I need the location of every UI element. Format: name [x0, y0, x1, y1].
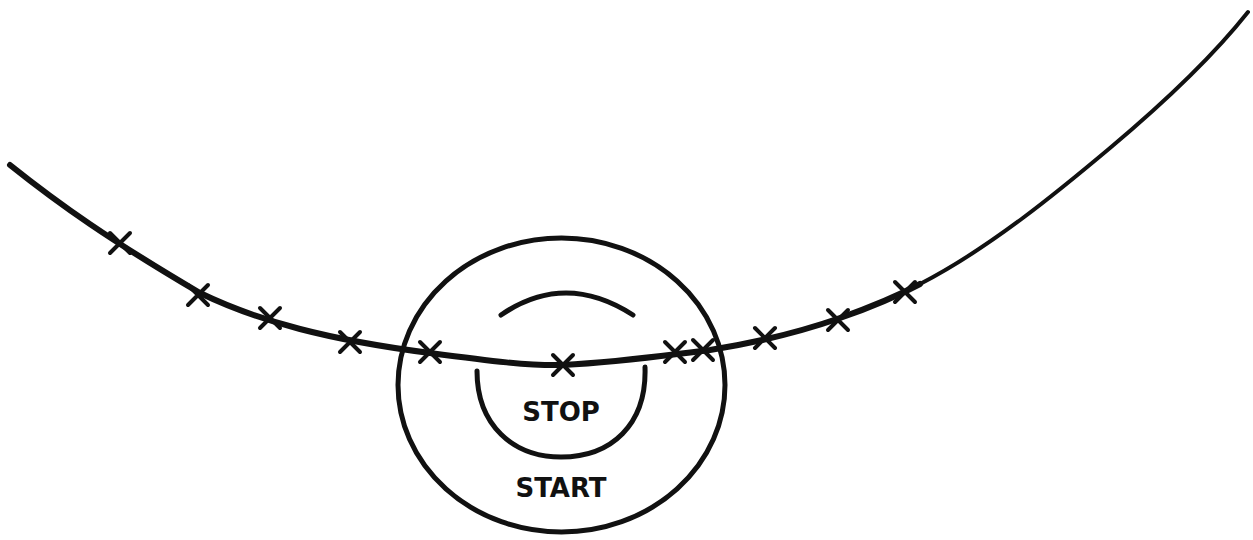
circle-arc	[477, 367, 645, 457]
barb	[553, 355, 573, 375]
inner-circle	[473, 285, 650, 460]
label-holder: STOP	[522, 398, 600, 427]
circle-label: STOP	[522, 398, 600, 427]
barb	[895, 282, 915, 302]
barb	[755, 328, 775, 348]
circle-arc	[501, 293, 633, 315]
barb	[260, 308, 280, 328]
circle-outline	[398, 238, 725, 532]
label-holder: START	[515, 474, 606, 503]
barb	[828, 310, 848, 330]
wire-line	[920, 12, 1248, 284]
barb	[420, 342, 440, 362]
inner-circle-node: STOP	[473, 285, 650, 460]
barb	[110, 233, 130, 253]
outer-circle-node: START STOP	[395, 235, 728, 535]
barb	[665, 342, 685, 362]
circle-label: START	[515, 474, 606, 503]
barb	[693, 340, 713, 360]
barb	[188, 285, 208, 305]
barb	[340, 332, 360, 352]
barb-marks	[110, 233, 915, 375]
